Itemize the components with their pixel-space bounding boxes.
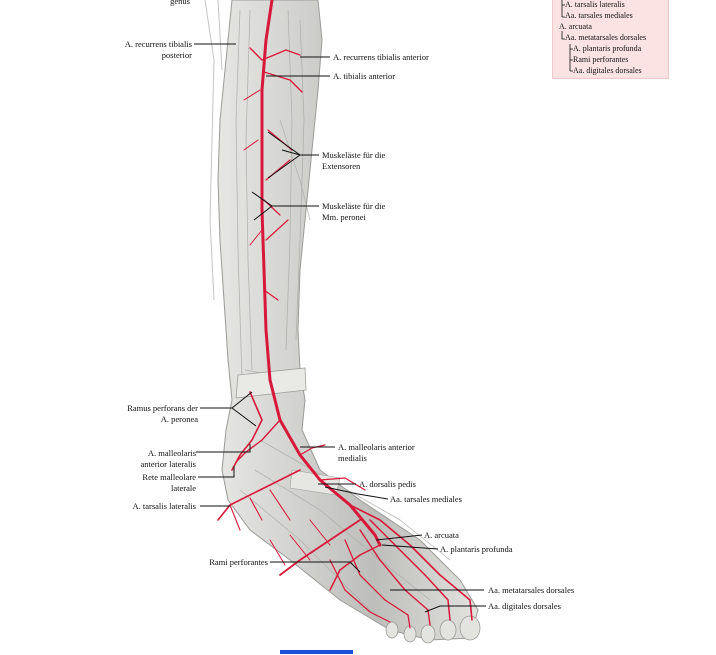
label-ramus-perforans: Ramus perforans der A. peronea xyxy=(100,403,198,424)
legend-item: Aa. metatarsales dorsales xyxy=(565,33,647,42)
label-line: A. peronea xyxy=(160,413,198,424)
label-line: medialis xyxy=(338,452,367,463)
label-line: anterior lateralis xyxy=(140,458,196,469)
label-line: Rete malleolare xyxy=(142,472,196,482)
label-recurrens-tibialis-posterior: A. recurrens tibialis posterior xyxy=(100,39,192,60)
label-line: Extensoren xyxy=(322,160,361,171)
label-line: Muskeläste für die xyxy=(322,201,386,211)
label-line: A. malleolaris anterior xyxy=(338,442,415,452)
label-recurrens-tibialis-anterior: A. recurrens tibialis anterior xyxy=(333,52,429,62)
label-plantaris-profunda: A. plantaris profunda xyxy=(440,544,513,554)
label-line: A. recurrens tibialis xyxy=(124,39,192,49)
legend-item: A. plantaris profunda xyxy=(573,44,642,53)
branch-legend: A. tarsalis lateralis Aa. tarsales media… xyxy=(552,0,669,79)
label-arcuata: A. arcuata xyxy=(424,530,459,540)
label-peronei: Muskeläste für die Mm. peronei xyxy=(322,201,385,222)
label-extensoren: Muskeläste für die Extensoren xyxy=(322,150,385,171)
label-line: posterior xyxy=(161,49,192,60)
label-digitales-dorsales: Aa. digitales dorsales xyxy=(488,601,561,611)
leg-silhouette xyxy=(204,0,481,644)
legend-item: A. arcuata xyxy=(559,22,592,31)
label-tibialis-anterior: A. tibialis anterior xyxy=(333,71,396,81)
label-malleolaris-anterior-medialis: A. malleolaris anterior medialis xyxy=(338,442,415,463)
legend-item: A. tarsalis lateralis xyxy=(565,0,625,9)
legend-item: Aa. tarsales mediales xyxy=(565,11,633,20)
label-line: laterale xyxy=(170,482,196,493)
leader-lines xyxy=(194,43,486,613)
label-malleolaris-anterior-lateralis: A. malleolaris anterior lateralis xyxy=(100,448,196,469)
label-tarsalis-lateralis: A. tarsalis lateralis xyxy=(132,501,197,511)
label-line: Ramus perforans der xyxy=(127,403,198,413)
label-line: Muskeläste für die xyxy=(322,150,386,160)
legend-item: Rami perforantes xyxy=(573,55,629,64)
legend-tree-lines xyxy=(561,0,573,72)
label-rami-perforantes: Rami perforantes xyxy=(209,557,268,567)
label-dorsalis-pedis: A. dorsalis pedis xyxy=(359,479,416,489)
artery-network xyxy=(217,0,473,629)
label-rete-malleolare: Rete malleolare laterale xyxy=(100,472,196,493)
legend-item: Aa. digitales dorsales xyxy=(573,66,642,75)
label-tarsales-mediales: Aa. tarsales mediales xyxy=(390,494,462,504)
label-genus-fragment: genus xyxy=(170,0,190,6)
scale-bar xyxy=(280,650,353,654)
label-line: Mm. peronei xyxy=(322,211,366,222)
label-line: A. malleolaris xyxy=(147,448,196,458)
label-metatarsales-dorsales: Aa. metatarsales dorsales xyxy=(488,585,575,595)
